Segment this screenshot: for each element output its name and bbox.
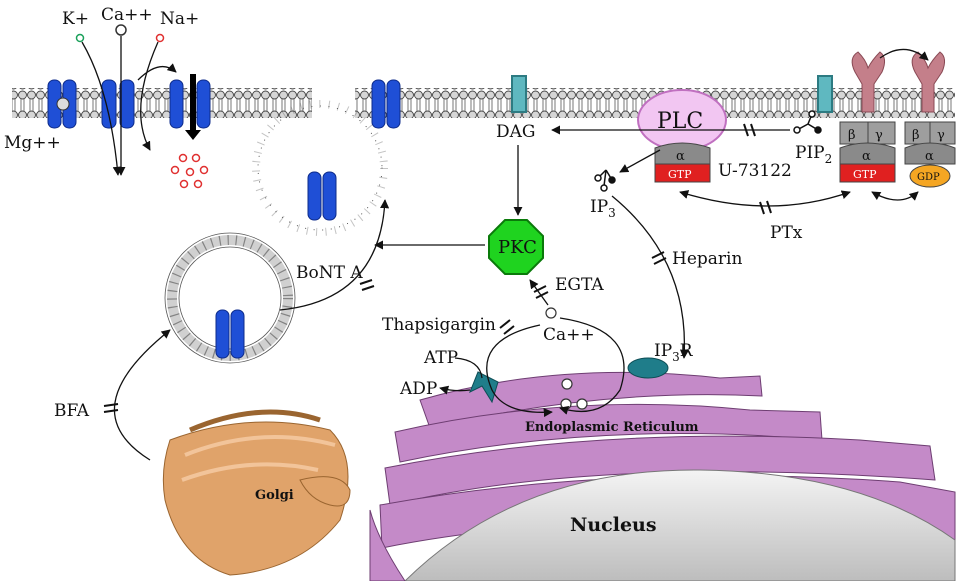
alpha-label: α [676, 149, 685, 164]
plc-label: PLC [657, 109, 703, 134]
ion-channel [215, 309, 245, 359]
ca-ion-dot [115, 24, 127, 36]
nucleus-label: Nucleus [570, 514, 657, 536]
ptx-label: PTx [770, 223, 803, 243]
atp-label: ATP [423, 348, 458, 368]
g-protein-active [839, 121, 896, 183]
ip3-receptor [627, 357, 669, 379]
pip2-label: PIP2 [795, 143, 832, 166]
plc-g-protein [654, 142, 711, 183]
mg-label: Mg++ [4, 133, 61, 153]
serca-pump [469, 371, 499, 404]
ion-flux-arrows [81, 36, 177, 176]
inhibition-marks [103, 123, 772, 413]
ion-channel [47, 79, 77, 129]
thapsigargin-label: Thapsigargin [382, 315, 496, 335]
blocked-channel [169, 74, 211, 140]
alpha-label: α [925, 149, 934, 164]
sodium-ions [170, 153, 209, 189]
gpcr-receptor [911, 51, 946, 113]
nucleus [404, 469, 956, 581]
vesicle [164, 232, 296, 364]
er-label: Endoplasmic Reticulum [525, 420, 699, 435]
ion-channel [371, 79, 401, 129]
bont-a-label: BoNT A [296, 263, 363, 283]
ca-label: Ca++ [101, 5, 153, 25]
na-label: Na+ [160, 9, 199, 29]
ca-er-label: Ca++ [543, 325, 595, 345]
gamma-label: γ [937, 128, 945, 143]
cytosolic-ca [545, 307, 557, 319]
gtp-label: GTP [853, 168, 877, 181]
na-ion-dot [155, 33, 165, 43]
k-ion-dot [75, 33, 85, 43]
pkc-enzyme [488, 219, 544, 275]
dag-channel [511, 75, 527, 113]
ip3-molecule [594, 169, 616, 192]
receptor [817, 75, 833, 113]
u73122-label: U-73122 [718, 161, 792, 181]
beta-label: β [912, 128, 920, 143]
gdp-label: GDP [917, 172, 940, 183]
gtp-label: GTP [668, 168, 692, 181]
gamma-label: γ [875, 128, 883, 143]
golgi-label: Golgi [255, 488, 294, 503]
golgi-apparatus [162, 409, 351, 576]
heparin-label: Heparin [672, 249, 742, 269]
pip2-molecule [793, 110, 822, 134]
receptor-arrow [879, 48, 929, 61]
g-protein-inactive [904, 121, 956, 188]
ion-channel [307, 171, 337, 221]
er-edge [369, 509, 406, 581]
bfa-label: BFA [54, 401, 90, 421]
alpha-label: α [862, 149, 871, 164]
beta-label: β [848, 128, 856, 143]
gpcr-receptor [851, 51, 886, 113]
ion-channel [101, 79, 135, 129]
dag-label: DAG [496, 122, 536, 142]
egta-label: EGTA [555, 275, 604, 295]
ip3r-label: IP3R [654, 341, 694, 364]
k-label: K+ [62, 9, 89, 29]
pathway-arrows [113, 125, 919, 461]
pkc-label: PKC [498, 237, 537, 258]
adp-label: ADP [399, 379, 437, 399]
endocytic-pit [252, 100, 388, 236]
ip3-label: IP3 [590, 197, 616, 220]
